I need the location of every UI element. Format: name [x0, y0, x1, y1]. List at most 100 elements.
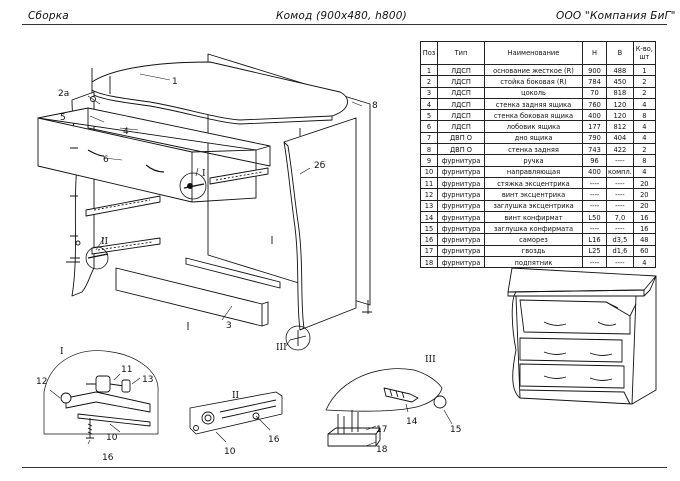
detail-III-callout-14: 14 [406, 417, 418, 427]
callout-2a: 2а [58, 89, 69, 99]
table-cell: 2 [632, 75, 656, 88]
side-panel-2b [283, 117, 357, 331]
table-cell: 120 [606, 109, 634, 122]
table-cell: фурнитура [437, 244, 485, 258]
table-cell: 9 [420, 154, 438, 167]
callout-detail-III: III [276, 343, 287, 353]
table-cell: ---- [582, 256, 607, 269]
table-cell: 177 [582, 120, 607, 133]
detail-III-title: III [425, 355, 436, 365]
table-cell: 1 [632, 63, 656, 77]
table-cell: компл. [606, 165, 634, 178]
table-cell: 2 [632, 143, 656, 156]
table-cell: d1,6 [606, 244, 634, 258]
table-cell: фурнитура [437, 165, 485, 178]
table-cell: ДВП О [437, 143, 485, 156]
table-cell: ЛДСП [437, 120, 485, 133]
table-cell: 404 [606, 131, 634, 145]
table-cell: 18 [420, 256, 438, 269]
table-cell: 488 [606, 63, 634, 77]
header-product-title: Комод (900х480, h800) [276, 10, 407, 22]
table-cell: направляющая [484, 165, 583, 178]
table-cell: ---- [606, 222, 634, 235]
table-cell: 400 [582, 109, 607, 122]
col-header-qty: К-во, шт [632, 41, 656, 65]
table-cell: винт конфирмат [484, 210, 583, 224]
chest-drawer-2 [519, 337, 623, 363]
table-cell: 4 [420, 97, 438, 111]
chest-drawer-open [519, 299, 631, 335]
callout-2b: 2б [314, 161, 326, 171]
detail-I-callout-11: 11 [121, 365, 132, 375]
table-cell: 16 [420, 233, 438, 246]
table-cell: саморез [484, 233, 583, 246]
table-cell: 70 [582, 86, 607, 99]
table-cell: цоколь [484, 86, 583, 99]
table-cell: фурнитура [437, 199, 485, 212]
table-cell: 4 [632, 256, 656, 269]
table-cell: ЛДСП [437, 63, 485, 77]
table-cell: 20 [632, 176, 656, 190]
table-cell: стенка боковая ящика [484, 109, 583, 122]
table-cell: 13 [420, 199, 438, 212]
table-cell: 422 [606, 143, 634, 156]
footer-rule [22, 467, 667, 468]
table-cell: 3 [420, 86, 438, 99]
header-rule [22, 24, 667, 25]
top-panel-1 [91, 61, 348, 121]
callout-3: 3 [226, 321, 232, 331]
table-cell: d3,5 [606, 233, 634, 246]
table-cell: стенка задняя [484, 143, 583, 156]
table-cell: 16 [632, 222, 656, 235]
detail-II-title: II [232, 391, 240, 401]
table-cell: фурнитура [437, 222, 485, 235]
table-cell: 15 [420, 222, 438, 235]
drawer-runner-right [209, 167, 269, 185]
table-cell: 8 [632, 154, 656, 167]
table-cell: 96 [582, 154, 607, 167]
detail-II-callout-16: 16 [268, 435, 280, 445]
detail-III-sketch [325, 368, 443, 412]
chest-drawer-3 [519, 363, 625, 389]
table-cell: 12 [420, 188, 438, 201]
table-cell: ---- [606, 199, 634, 212]
detail-I-callout-12: 12 [36, 377, 47, 387]
table-cell: 743 [582, 143, 607, 156]
table-cell: 120 [606, 97, 634, 111]
table-cell: 1 [420, 63, 438, 77]
table-cell: 2 [420, 75, 438, 88]
table-cell: 14 [420, 210, 438, 224]
table-cell: стойка боковая (R) [484, 75, 583, 88]
table-cell: фурнитура [437, 176, 485, 190]
table-cell: ---- [606, 176, 634, 190]
table-cell: ---- [606, 256, 634, 269]
table-cell: ---- [606, 188, 634, 201]
table-cell: ЛДСП [437, 97, 485, 111]
table-cell: 8 [632, 109, 656, 122]
table-cell: 2 [632, 86, 656, 99]
table-cell: гвоздь [484, 244, 583, 258]
table-cell: 6 [420, 120, 438, 133]
table-cell: подпятник [484, 256, 583, 269]
detail-I-callout-13: 13 [142, 375, 153, 385]
table-cell: ручка [484, 154, 583, 167]
table-cell: 5 [420, 109, 438, 122]
table-cell: 400 [582, 165, 607, 178]
table-cell: фурнитура [437, 256, 485, 269]
detail-II-callout-10: 10 [224, 447, 236, 457]
table-cell: ---- [606, 154, 634, 167]
table-cell: фурнитура [437, 210, 485, 224]
drawer-runner-left [85, 195, 161, 217]
